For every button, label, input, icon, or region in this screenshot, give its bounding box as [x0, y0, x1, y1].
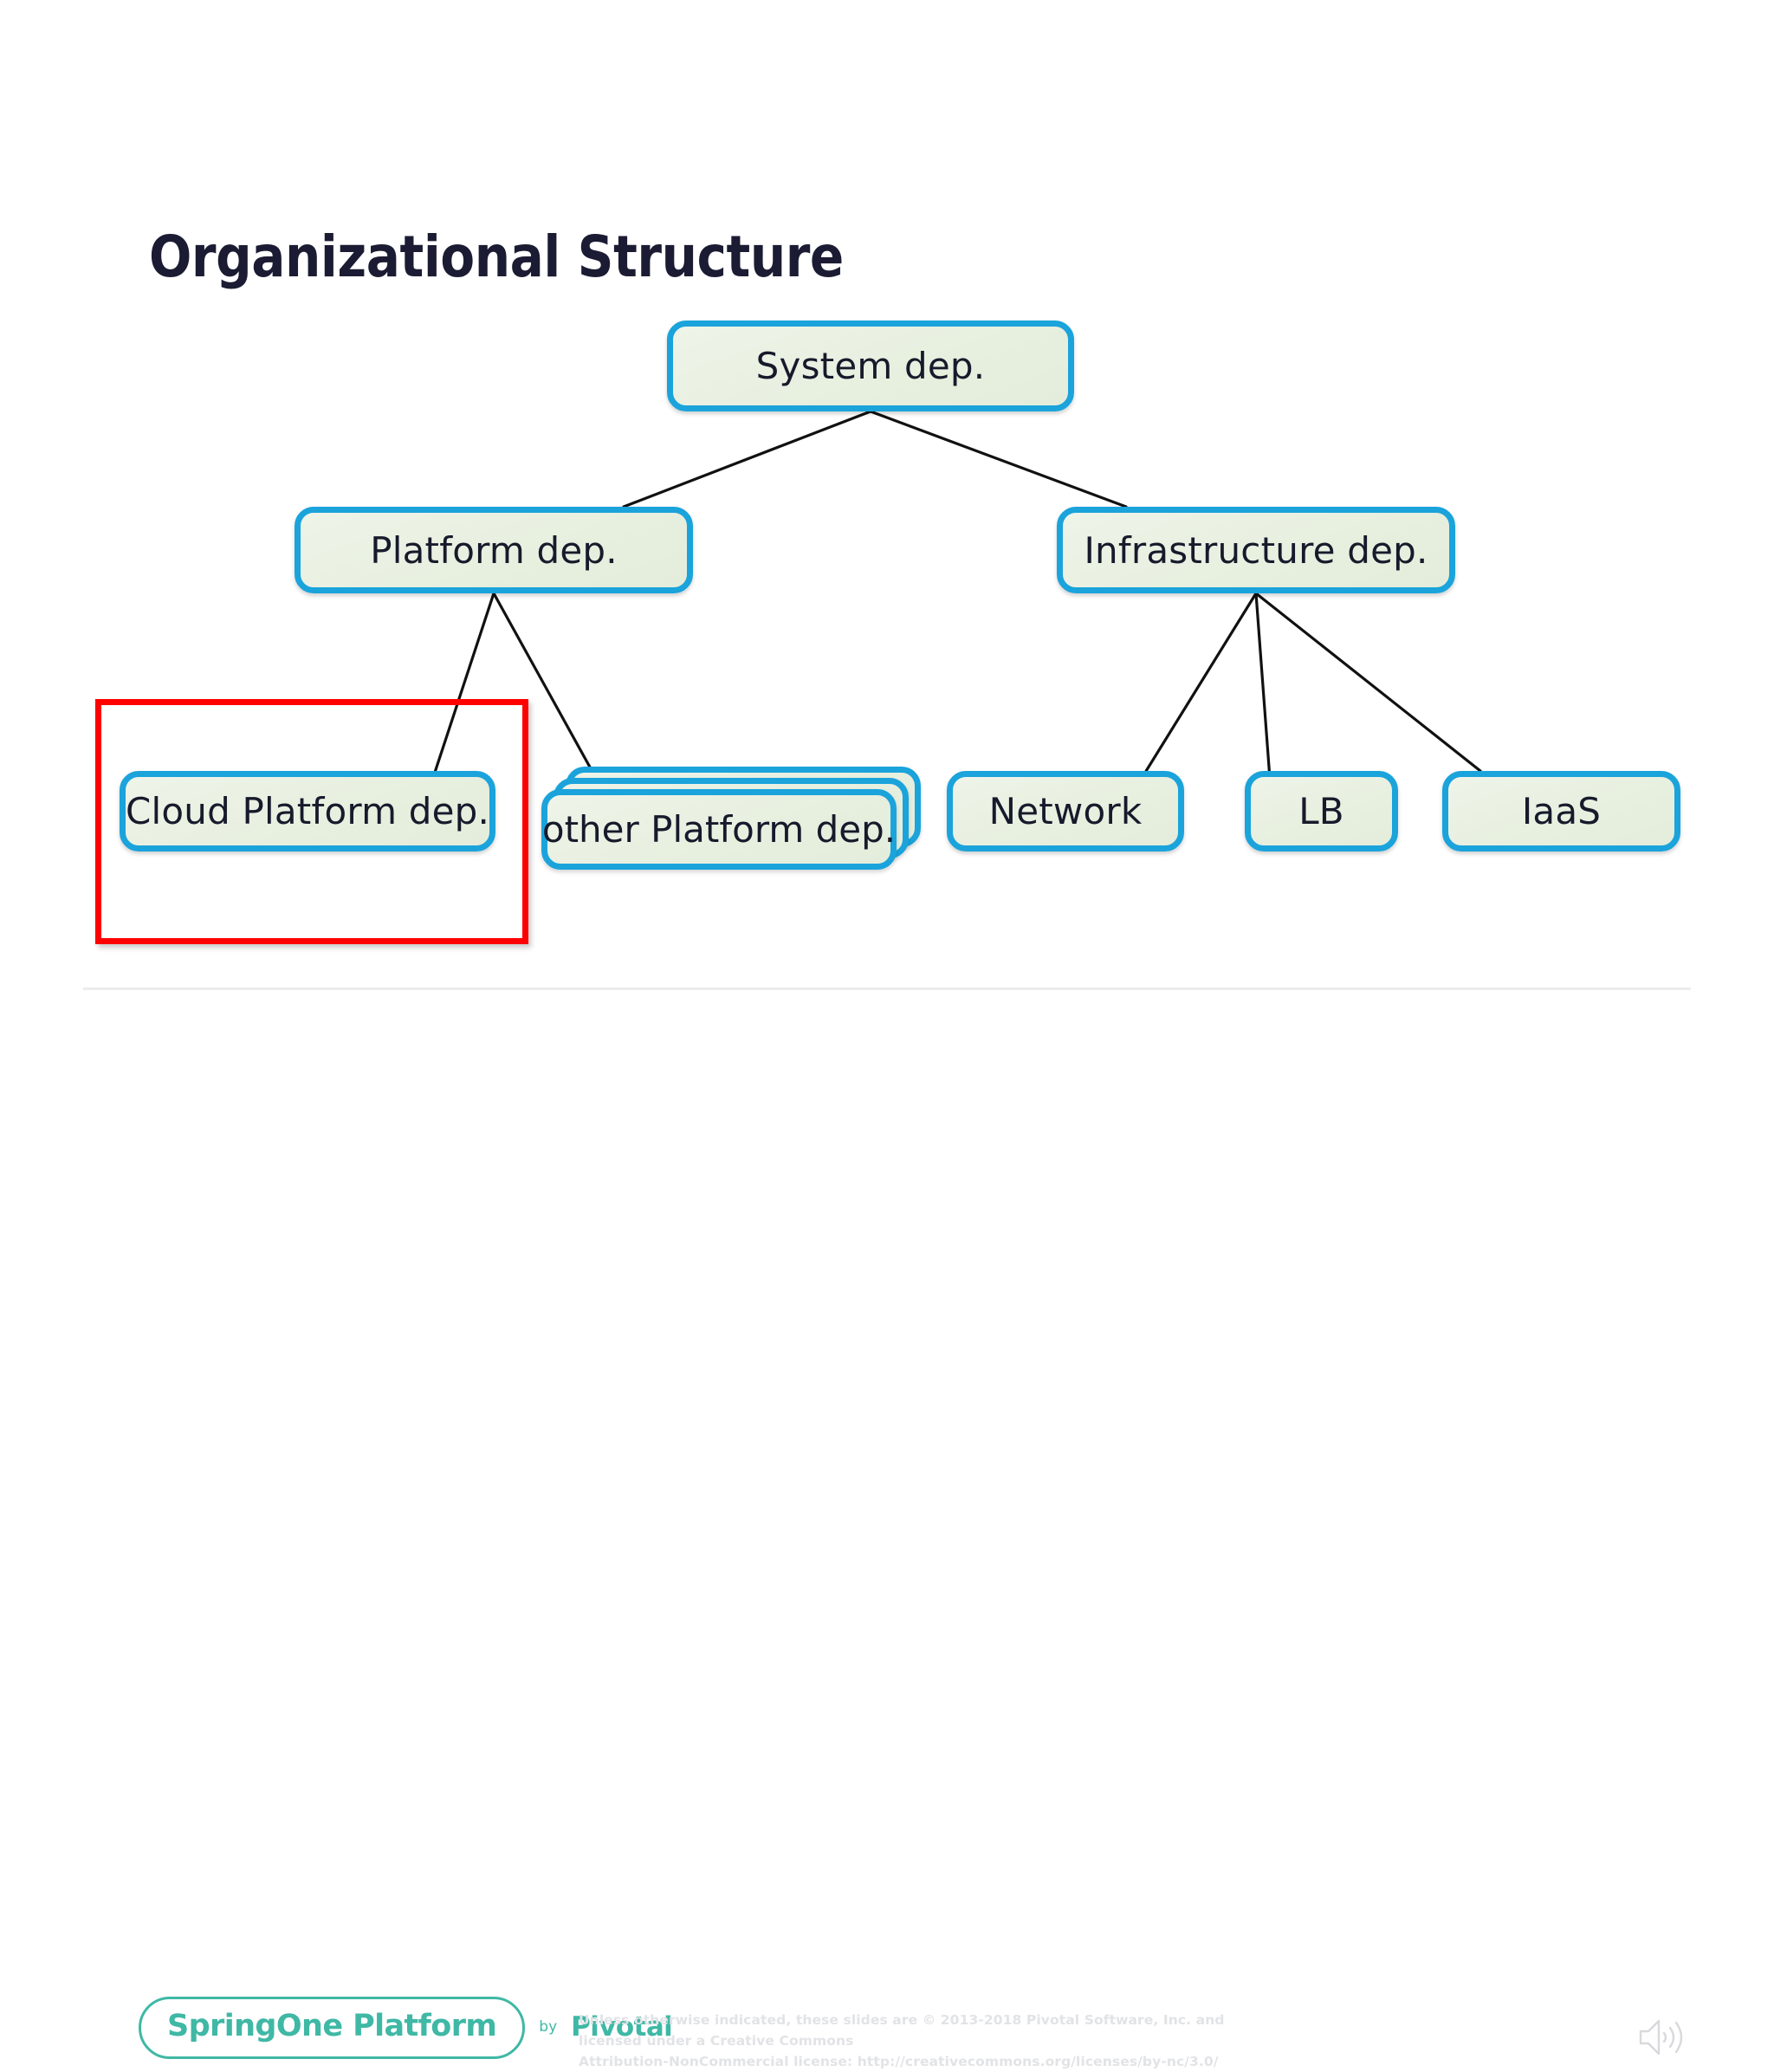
node-system-label: System dep.	[755, 345, 986, 387]
node-infrastructure-label: Infrastructure dep.	[1084, 528, 1428, 572]
node-infrastructure[interactable]: Infrastructure dep.	[1057, 507, 1455, 593]
node-lb-label: LB	[1298, 790, 1344, 832]
edge-system-to-platform	[622, 410, 872, 508]
node-network-label: Network	[988, 790, 1143, 832]
org-structure-diagram: System dep. Platform dep. Infrastructure d…	[0, 0, 1774, 970]
footer-divider	[83, 987, 1691, 990]
legal-notice: Unless otherwise indicated, these slides…	[579, 2010, 1289, 2072]
edge-infrastructure-to-network	[1144, 592, 1258, 773]
node-platform[interactable]: Platform dep.	[295, 507, 693, 593]
red-highlight-box	[95, 699, 528, 944]
brand-name-pill: SpringOne Platform	[139, 1997, 526, 2059]
node-platform-label: Platform dep.	[370, 528, 618, 572]
speaker-volume-icon[interactable]	[1635, 2014, 1691, 2061]
node-cloud-platform-label: Cloud Platform dep.	[125, 790, 490, 832]
node-other-platform-label: other Platform dep.	[541, 789, 897, 870]
node-cloud-platform[interactable]: Cloud Platform dep.	[120, 771, 495, 851]
node-iaas[interactable]: IaaS	[1442, 771, 1680, 851]
node-other-platform[interactable]: other Platform dep.	[541, 767, 921, 870]
page-title: Organizational Structure	[149, 223, 844, 290]
legal-line-2: Attribution-NonCommercial license: http:…	[579, 2054, 1219, 2070]
edge-infrastructure-to-lb	[1254, 592, 1271, 773]
slide-footer: SpringOne Platform by Pivotal Unless oth…	[0, 996, 1774, 2069]
node-iaas-label: IaaS	[1521, 790, 1602, 832]
edge-infrastructure-to-iaas	[1254, 592, 1482, 773]
node-lb[interactable]: LB	[1245, 771, 1398, 851]
node-system[interactable]: System dep.	[667, 321, 1074, 411]
legal-line-1: Unless otherwise indicated, these slides…	[579, 2012, 1225, 2049]
edge-system-to-infrastructure	[869, 410, 1128, 508]
brand-by-label: by	[539, 2018, 558, 2036]
node-network[interactable]: Network	[947, 771, 1184, 851]
